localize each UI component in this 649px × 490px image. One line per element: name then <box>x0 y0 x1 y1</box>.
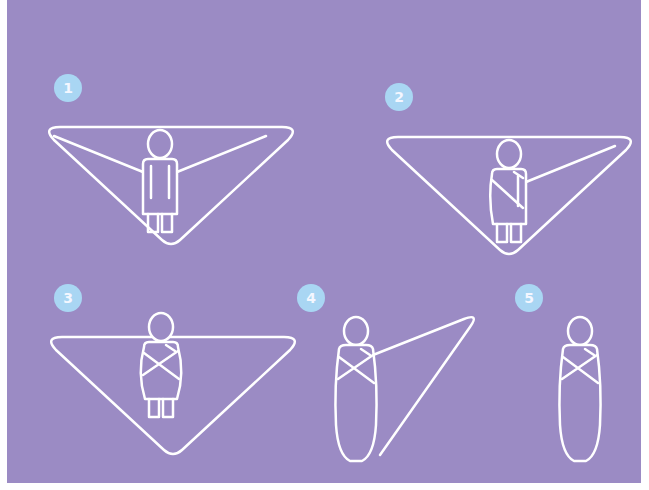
step-2 <box>387 137 631 254</box>
step-3 <box>51 313 295 454</box>
step-4 <box>335 317 473 461</box>
step-1 <box>49 127 293 244</box>
callout-number: 3 <box>54 284 82 312</box>
callout-number: 1 <box>54 74 82 102</box>
step-5 <box>559 317 600 461</box>
callout-number: 5 <box>515 284 543 312</box>
callout-number: 2 <box>385 83 413 111</box>
background <box>7 0 641 483</box>
number-circles <box>54 74 543 312</box>
callout-number: 4 <box>297 284 325 312</box>
